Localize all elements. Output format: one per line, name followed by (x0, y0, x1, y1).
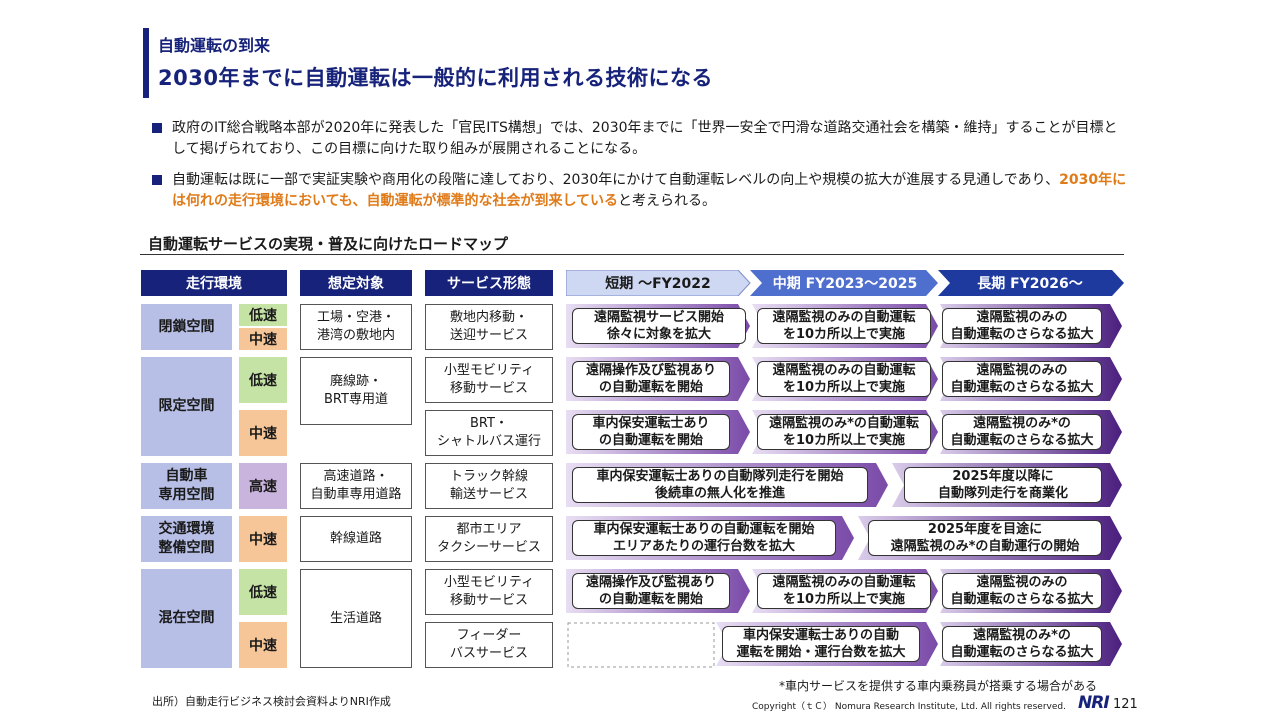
speed-mid: 中速 (239, 516, 287, 562)
bullet-1: 政府のIT総合戦略本部が2020年に発表した「官民ITS構想」では、2030年ま… (152, 118, 1127, 160)
phase-arrows (566, 270, 1124, 296)
target-cell: 生活道路 (300, 569, 412, 668)
header-target: 想定対象 (300, 270, 412, 296)
roadmap-pill: 車内保安運転士ありの自動 運転を開始・運行台数を拡大 (722, 626, 920, 662)
env-mixed: 混在空間 (141, 569, 232, 668)
target-cell: 廃線跡・ BRT専用道 (300, 357, 412, 425)
roadmap-title-rule (140, 254, 1124, 255)
target-cell: 工場・空港・ 港湾の敷地内 (300, 304, 412, 350)
speed-low: 低速 (239, 357, 287, 403)
bullet-2-tail: と考えられる。 (618, 193, 717, 209)
phase-short-arrow (566, 270, 751, 296)
speed-low: 低速 (239, 304, 287, 326)
nri-logo: NRI (1078, 693, 1110, 713)
roadmap-title: 自動運転サービスの実現・普及に向けたロードマップ (148, 235, 509, 253)
square-bullet-icon (152, 175, 162, 185)
roadmap-pill: 2025年度を目途に 遠隔監視のみ*の自動運行の開始 (868, 520, 1102, 556)
phase-long-arrow (938, 270, 1124, 296)
bullet-2: 自動運転は既に一部で実証実験や商用化の段階に達しており、2030年にかけて自動運… (152, 170, 1127, 212)
speed-mid: 中速 (239, 328, 287, 350)
service-cell: 敷地内移動・ 送迎サービス (425, 304, 553, 350)
bullet-2-highlight: 2030年には何れの走行環境においても、自動運転が標準的な社会が到来している (172, 172, 1127, 209)
env-arterial: 交通環境 整備空間 (141, 516, 232, 562)
roadmap-pill: 遠隔監視のみの 自動運転のさらなる拡大 (942, 308, 1102, 344)
roadmap-pill: 遠隔監視のみの自動運転 を10カ所以上で実施 (757, 361, 931, 397)
env-closed: 閉鎖空間 (141, 304, 232, 350)
env-limited: 限定空間 (141, 357, 232, 456)
roadmap-pill: 遠隔監視のみの自動運転 を10カ所以上で実施 (757, 308, 931, 344)
bullet-1-text: 政府のIT総合戦略本部が2020年に発表した「官民ITS構想」では、2030年ま… (172, 120, 1118, 157)
roadmap-pill: 2025年度以降に 自動隊列走行を商業化 (904, 467, 1102, 503)
service-cell: BRT・ シャトルバス運行 (425, 410, 553, 456)
title-accent-bar (143, 28, 149, 98)
section-label: 自動運転の到来 (158, 36, 271, 55)
footnote: *車内サービスを提供する車内乗務員が搭乗する場合がある (779, 679, 1098, 693)
target-cell: 高速道路・ 自動車専用道路 (300, 463, 412, 509)
roadmap-pill: 遠隔監視のみの自動運転 を10カ所以上で実施 (757, 573, 931, 609)
header-env: 走行環境 (141, 270, 287, 296)
env-motorway: 自動車 専用空間 (141, 463, 232, 509)
page-number: 121 (1113, 697, 1138, 712)
speed-mid: 中速 (239, 410, 287, 456)
phase-mid-arrow (750, 270, 938, 296)
phase-mid-label: 中期 FY2023～2025 (772, 276, 918, 292)
speed-high: 高速 (239, 463, 287, 509)
roadmap-pill: 遠隔監視のみ*の 自動運転のさらなる拡大 (942, 626, 1102, 662)
roadmap-pill: 車内保安運転士ありの自動隊列走行を開始 後続車の無人化を推進 (572, 467, 868, 503)
roadmap-pill: 遠隔監視のみの 自動運転のさらなる拡大 (942, 573, 1102, 609)
copyright: Copyright（ｔＣ） Nomura Research Institute,… (752, 702, 1066, 712)
roadmap-pill: 遠隔操作及び監視あり の自動運転を開始 (572, 573, 730, 609)
service-cell: 都市エリア タクシーサービス (425, 516, 553, 562)
bullet-2-text: 自動運転は既に一部で実証実験や商用化の段階に達しており、2030年にかけて自動運… (172, 172, 1060, 188)
roadmap-pill: 遠隔監視のみ*の自動運転 を10カ所以上で実施 (757, 414, 931, 450)
source-note: 出所）自動走行ビジネス検討会資料よりNRI作成 (152, 695, 391, 708)
speed-low: 低速 (239, 569, 287, 615)
roadmap-pill: 車内保安運転士ありの自動運転を開始 エリアあたりの運行台数を拡大 (572, 520, 836, 556)
service-cell: トラック幹線 輸送サービス (425, 463, 553, 509)
speed-mid: 中速 (239, 622, 287, 668)
roadmap-pill: 遠隔操作及び監視あり の自動運転を開始 (572, 361, 730, 397)
page-title: 2030年までに自動運転は一般的に利用される技術になる (158, 66, 713, 90)
roadmap-pill: 車内保安運転士あり の自動運転を開始 (572, 414, 730, 450)
roadmap-pill: 遠隔監視のみ*の 自動運転のさらなる拡大 (942, 414, 1102, 450)
phase-short-label: 短期 ～FY2022 (605, 276, 711, 292)
roadmap-pill: 遠隔監視のみの 自動運転のさらなる拡大 (942, 361, 1102, 397)
header-service: サービス形態 (425, 270, 553, 296)
roadmap-pill: 遠隔監視サービス開始 徐々に対象を拡大 (572, 308, 746, 344)
service-cell: 小型モビリティ 移動サービス (425, 569, 553, 615)
phase-long-label: 長期 FY2026～ (977, 276, 1083, 292)
square-bullet-icon (152, 123, 162, 133)
target-cell: 幹線道路 (300, 516, 412, 562)
service-cell: フィーダー バスサービス (425, 622, 553, 668)
service-cell: 小型モビリティ 移動サービス (425, 357, 553, 403)
